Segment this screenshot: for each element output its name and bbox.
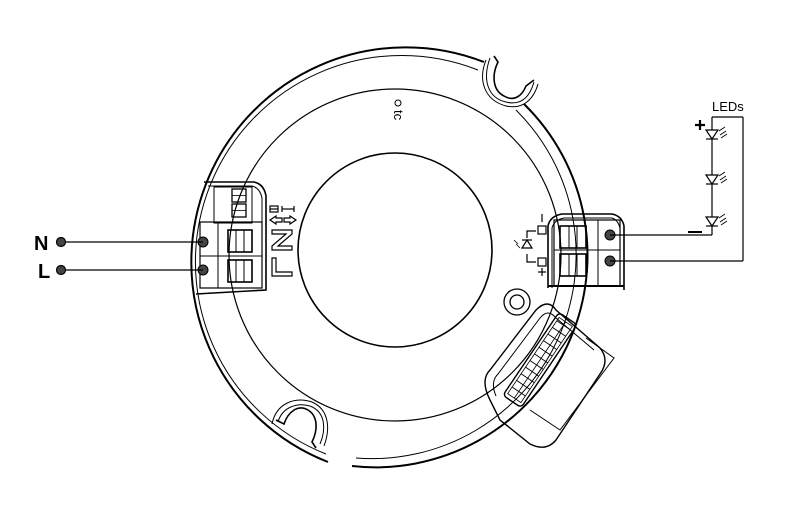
label-line: L — [38, 261, 50, 283]
plus-sign-icon — [695, 120, 705, 130]
mounting-notch-bottom — [271, 399, 329, 449]
led-wires — [610, 116, 744, 262]
label-leds: LEDs — [712, 99, 744, 114]
led-2 — [704, 171, 728, 186]
mounting-notch-top — [482, 55, 539, 108]
center-disk — [297, 152, 493, 348]
label-neutral: N — [34, 233, 48, 255]
driver-housing — [190, 46, 589, 469]
tc-marker-icon — [394, 99, 402, 107]
inner-ring — [228, 88, 562, 422]
input-terminal-markings — [268, 205, 298, 277]
mains-wires — [55, 236, 203, 276]
led-3 — [704, 213, 728, 228]
connector-pins — [503, 313, 577, 407]
led-string — [695, 120, 728, 228]
boss-outer — [503, 288, 531, 316]
label-tc: tc — [391, 110, 406, 121]
boss-inner — [509, 294, 525, 310]
led-1 — [704, 126, 728, 141]
output-terminal-block — [547, 213, 625, 290]
output-terminal-markings — [513, 214, 547, 276]
connector-slot — [484, 303, 615, 448]
